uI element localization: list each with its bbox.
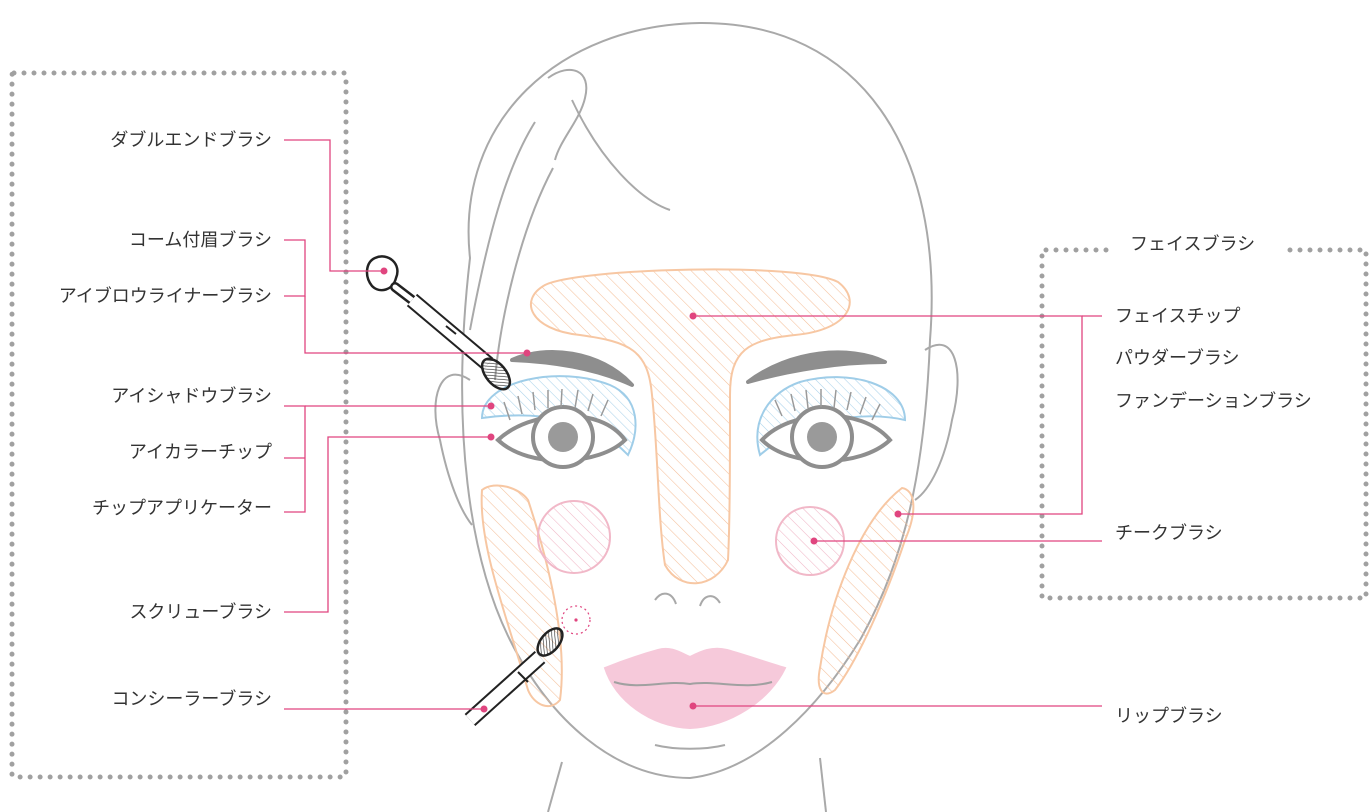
right-labels: フェイスブラシ フェイスチップ パウダーブラシ ファンデーションブラシ チークブ… — [1115, 233, 1312, 727]
label-screw-brush: スクリューブラシ — [129, 601, 272, 623]
label-concealer-brush: コンシーラーブラシ — [111, 688, 272, 710]
label-powder-brush: パウダーブラシ — [1115, 347, 1240, 369]
blush-left — [538, 501, 610, 573]
face-illustration — [435, 23, 957, 812]
double-end-brush-illustration — [367, 256, 515, 394]
label-cheek-brush: チークブラシ — [1115, 522, 1223, 544]
left-labels: ダブルエンドブラシ コーム付眉ブラシ アイブロウライナーブラシ アイシャドウブラ… — [59, 129, 272, 710]
label-face-chip: フェイスチップ — [1115, 306, 1240, 327]
right-panel-border — [1042, 250, 1366, 598]
label-lip-brush: リップブラシ — [1115, 705, 1223, 727]
label-eye-color-chip: アイカラーチップ — [129, 442, 272, 463]
label-foundation-brush: ファンデーションブラシ — [1115, 390, 1312, 412]
label-double-end-brush: ダブルエンドブラシ — [110, 129, 272, 151]
label-eyebrow-liner-brush: アイブロウライナーブラシ — [59, 285, 272, 307]
lips — [605, 649, 785, 728]
label-eyeshadow-brush: アイシャドウブラシ — [111, 385, 272, 407]
label-comb-brow-brush: コーム付眉ブラシ — [129, 229, 272, 251]
label-chip-applicator: チップアプリケーター — [92, 498, 272, 519]
left-panel-border — [12, 73, 346, 777]
face-brush-header: フェイスブラシ — [1130, 233, 1255, 255]
